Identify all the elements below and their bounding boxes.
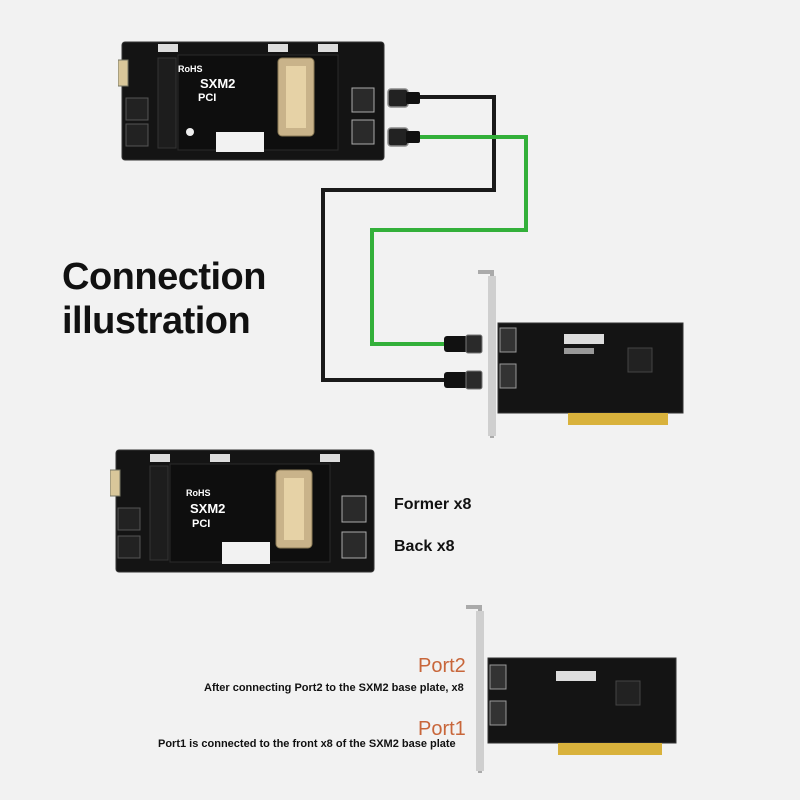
model-label: SXM2 [200,76,236,91]
cable-connector-card-1 [444,334,483,354]
port1-note: Port1 is connected to the front x8 of th… [158,738,456,750]
former-x8-label: Former x8 [394,496,472,513]
cable-connector-top-2 [387,127,420,147]
pci-brand: PCI [198,92,217,104]
pci-brand-mid: PCI [192,518,211,530]
cable-connector-card-2 [444,370,483,390]
page-title: Connection illustration [62,255,266,343]
title-line-1: Connection [62,256,266,298]
pcie-adapter-card-bottom [466,605,677,773]
port2-note: After connecting Port2 to the SXM2 base … [204,682,464,694]
cable-connector-top-1 [387,88,420,108]
sxm2-base-board-top [118,41,385,161]
port1-label: Port1 [418,718,466,740]
port2-label: Port2 [418,655,466,677]
pcie-adapter-card-top [478,270,684,438]
back-x8-label: Back x8 [394,538,455,555]
board-mid-label-group: RoHS SXM2 PCI [186,488,225,530]
title-line-2: illustration [62,300,251,342]
model-label-mid: SXM2 [190,501,226,516]
green-cable [370,135,528,346]
board-top-label-group: RoHS SXM2 PCI [178,64,235,104]
black-cable [321,95,496,382]
rohs-mark-mid: RoHS [186,488,211,498]
sxm2-base-board-middle [110,449,375,573]
rohs-mark: RoHS [178,64,203,74]
